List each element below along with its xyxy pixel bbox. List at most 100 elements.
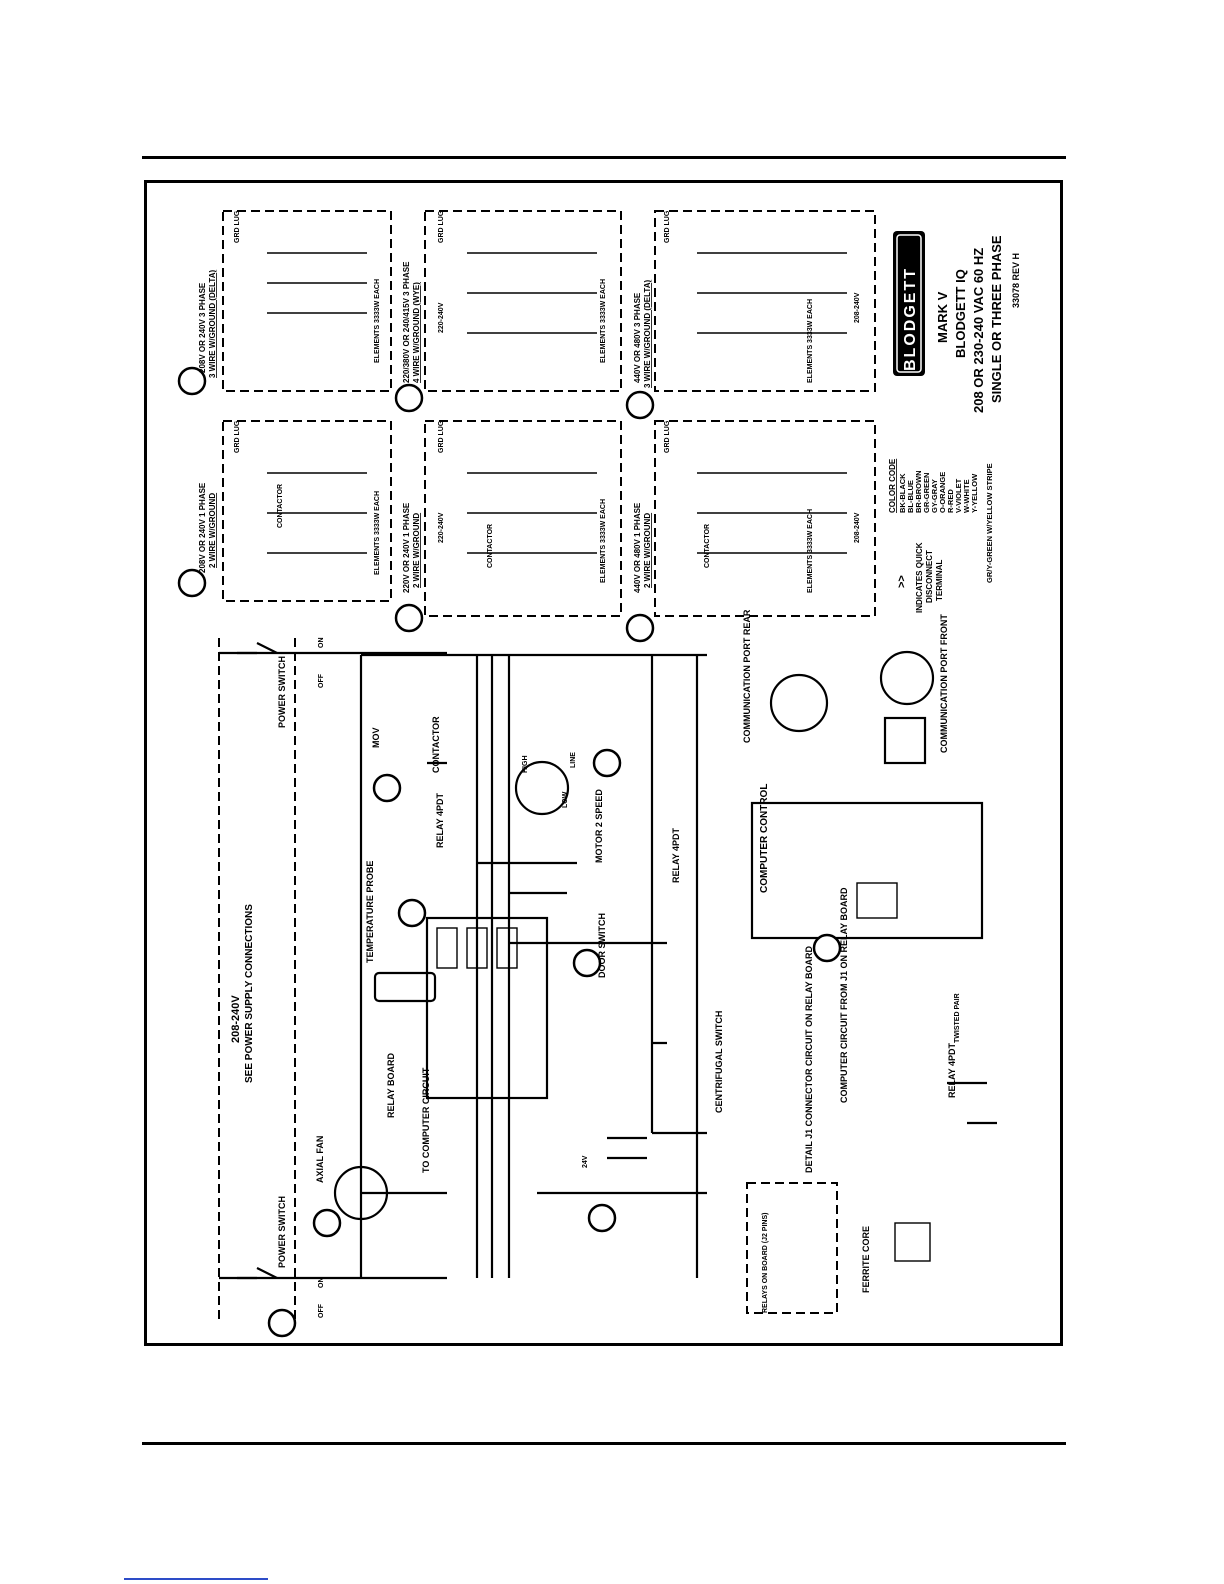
callout-bubble bbox=[592, 748, 622, 778]
footer-link-underline[interactable] bbox=[124, 1578, 268, 1580]
panel-ground: GRD LUG bbox=[234, 210, 241, 243]
quick-disconnect-text: INDICATES QUICK bbox=[915, 542, 924, 613]
comm-port-front-pins bbox=[883, 716, 927, 765]
panel-elements: ELEMENTS 3333W EACH bbox=[807, 509, 814, 593]
panel-subtitle: 2 WIRE W/GROUND bbox=[412, 513, 421, 588]
callout-bubble bbox=[397, 898, 427, 928]
power-panels bbox=[222, 210, 876, 617]
motor-high-label: HIGH bbox=[522, 756, 529, 774]
voltage-label: 208 OR 230-240 VAC 60 HZ bbox=[971, 248, 986, 413]
panel-voltage: 208-240V bbox=[854, 292, 861, 323]
axial-fan-label: AXIAL FAN bbox=[315, 1136, 325, 1183]
color-code-item: BK-BLACK bbox=[898, 473, 907, 513]
callout-bubble bbox=[177, 366, 207, 396]
relay-board bbox=[425, 916, 549, 1100]
temperature-probe bbox=[373, 971, 437, 1003]
off-label: OFF bbox=[318, 1303, 325, 1318]
panel-3ph-wiring bbox=[267, 252, 847, 334]
computer-control-label: COMPUTER CONTROL bbox=[759, 784, 770, 893]
schematic-branches bbox=[361, 653, 707, 1195]
panel-title: 220V OR 240V 1 PHASE bbox=[402, 502, 411, 593]
motor-low-label: LOW bbox=[562, 791, 569, 808]
color-code-item: GR-GREEN bbox=[922, 473, 931, 513]
door-switch-label: DOOR SWITCH bbox=[597, 913, 607, 978]
supply-voltage-label: 208-240V bbox=[230, 995, 242, 1043]
relays-on-board-box bbox=[746, 1182, 838, 1314]
panel-208-240-3ph-box bbox=[222, 210, 392, 392]
comm-port-front[interactable] bbox=[879, 650, 935, 706]
callout-bubble bbox=[625, 613, 655, 643]
blodgett-logo-inner bbox=[896, 234, 922, 373]
transformer bbox=[607, 1136, 647, 1160]
relay-4pdt-label: RELAY 4PDT bbox=[435, 792, 445, 848]
centrifugal-switch-label: CENTRIFUGAL SWITCH bbox=[714, 1011, 724, 1113]
quick-disconnect-symbol: >> bbox=[896, 575, 908, 588]
callout-bubble bbox=[267, 1308, 297, 1338]
panel-ground: GRD LUG bbox=[234, 420, 241, 453]
color-code-item: W-WHITE bbox=[962, 479, 971, 513]
power-switch-label: POWER SWITCH bbox=[277, 656, 287, 728]
power-switch-bottom[interactable] bbox=[237, 1267, 278, 1280]
color-code-item: Y-YELLOW bbox=[970, 473, 979, 513]
motor-line-label: LINE bbox=[570, 752, 577, 768]
panel-voltage: 208-240V bbox=[854, 512, 861, 543]
relay-board-label: RELAY BOARD bbox=[386, 1052, 396, 1118]
relays-on-board-label: RELAYS ON BOARD (J2 PINS) bbox=[762, 1213, 769, 1313]
panel-subtitle: 3 WIRE W/GROUND (DELTA) bbox=[208, 270, 217, 378]
panel-ground: GRD LUG bbox=[664, 210, 671, 243]
on-label: ON bbox=[318, 638, 325, 649]
power-switch-top[interactable] bbox=[237, 642, 278, 655]
color-code-item: O-ORANGE bbox=[938, 472, 947, 513]
panel-ground: GRD LUG bbox=[438, 420, 445, 453]
callout-bubbles bbox=[177, 366, 842, 1338]
supply-note-label: SEE POWER SUPPLY CONNECTIONS bbox=[244, 904, 255, 1083]
callout-bubble bbox=[812, 933, 842, 963]
temperature-probe-label: TEMPERATURE PROBE bbox=[365, 861, 375, 963]
relay-4pdt-label: RELAY 4PDT bbox=[947, 1042, 957, 1098]
panel-voltage: 220-240V bbox=[438, 512, 445, 543]
main-schematic bbox=[218, 638, 997, 1323]
color-code-item: BR-BROWN bbox=[914, 471, 923, 514]
logo-text: BLODGETT bbox=[902, 267, 919, 371]
quick-disconnect-text: TERMINAL bbox=[935, 560, 944, 601]
color-code-item: BL-BLUE bbox=[906, 480, 915, 513]
color-code-item: GY-GRAY bbox=[930, 479, 939, 513]
computer-circuit-from-label: COMPUTER CIRCUIT FROM J1 ON RELAY BOARD bbox=[839, 887, 849, 1103]
panel-title: 220/380V OR 240/415V 3 PHASE bbox=[402, 261, 411, 383]
panel-elements: ELEMENTS 3333W EACH bbox=[600, 499, 607, 583]
panel-title: 440V OR 480V 3 PHASE bbox=[633, 292, 642, 383]
computer-control-connector bbox=[856, 882, 898, 919]
transformer-24v-label: 24V bbox=[582, 1155, 589, 1168]
panel-contactor: CONTACTOR bbox=[704, 524, 711, 568]
color-code-legend: COLOR CODE BK-BLACK BL-BLUE BR-BROWN GR-… bbox=[888, 458, 994, 583]
panel-440-480-1ph-box bbox=[654, 420, 876, 617]
panel-contactor: CONTACTOR bbox=[277, 484, 284, 528]
panel-title: 208V OR 240V 3 PHASE bbox=[198, 282, 207, 373]
color-code-item: GR/Y-GREEN W/YELLOW STRIPE bbox=[985, 463, 994, 583]
panel-subtitle: 3 WIRE W/GROUND (DELTA) bbox=[643, 280, 652, 388]
callout-bubble bbox=[312, 1208, 342, 1238]
color-code-item: R-RED bbox=[946, 489, 955, 513]
panel-1ph-wiring bbox=[267, 472, 847, 554]
comm-front-label: COMMUNICATION PORT FRONT bbox=[939, 614, 949, 753]
callout-bubble bbox=[625, 390, 655, 420]
detail-label: DETAIL J1 CONNECTOR CIRCUIT ON RELAY BOA… bbox=[804, 945, 814, 1173]
product-label: BLODGETT IQ bbox=[953, 269, 968, 358]
color-code-item: V-VIOLET bbox=[954, 478, 963, 513]
panel-title: 208V OR 240V 1 PHASE bbox=[198, 482, 207, 573]
comm-port-rear[interactable] bbox=[769, 673, 829, 733]
axial-fan bbox=[333, 1165, 389, 1221]
panel-title: 440V OR 480V 1 PHASE bbox=[633, 502, 642, 593]
quick-disconnect-text: DISCONNECT bbox=[925, 550, 934, 603]
relay-4pdt-contacts bbox=[947, 1081, 997, 1125]
panel-subtitle: 2 WIRE W/GROUND bbox=[643, 513, 652, 588]
panel-subtitle: 2 WIRE W/GROUND bbox=[208, 493, 217, 568]
relay-heat bbox=[436, 927, 458, 969]
callout-bubble bbox=[394, 603, 424, 633]
panel-elements: ELEMENTS 3333W EACH bbox=[374, 279, 381, 363]
contactor-label: CONTACTOR bbox=[431, 716, 441, 773]
panel-ground: GRD LUG bbox=[664, 420, 671, 453]
panel-voltage: 220-240V bbox=[438, 302, 445, 333]
callout-bubble bbox=[587, 1203, 617, 1233]
off-label: OFF bbox=[318, 673, 325, 688]
